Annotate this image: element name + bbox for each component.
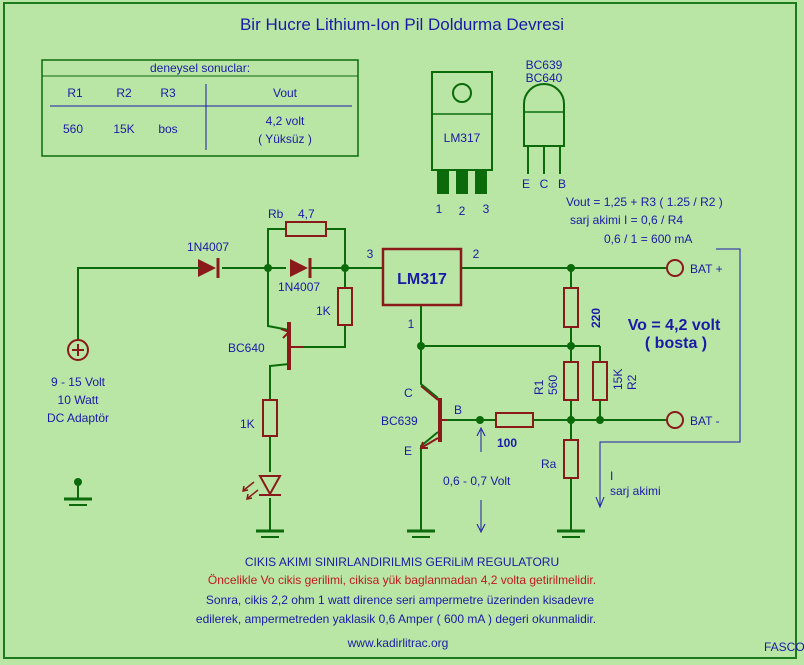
table-caption: deneysel sonuclar: xyxy=(150,61,250,75)
transistor-bc639 xyxy=(419,385,447,449)
transistor-bc640 xyxy=(280,322,304,370)
r220-label: 220 xyxy=(589,308,603,328)
rb-value: 4,7 xyxy=(298,207,315,221)
table-header-r1: R1 xyxy=(67,86,83,100)
regulator-label: LM317 xyxy=(397,271,447,288)
vbe-note: 0,6 - 0,7 Volt xyxy=(443,474,511,488)
footer-instruction-2: Sonra, cikis 2,2 ohm 1 watt dirence seri… xyxy=(206,593,595,607)
table-value-vout-note: ( Yüksüz ) xyxy=(258,132,312,146)
results-table: deneysel sonuclar: R1 R2 R3 Vout 560 15K… xyxy=(41,59,359,157)
bc-pin-c: C xyxy=(540,177,549,191)
supply-power: 10 Watt xyxy=(58,393,100,407)
lm317-pin-2: 2 xyxy=(459,204,466,218)
current-note-label: sarj akimi xyxy=(610,484,661,498)
formula-example: 0,6 / 1 = 600 mA xyxy=(604,232,692,246)
diagram-title: Bir Hucre Lithium-Ion Pil Doldurma Devre… xyxy=(240,15,564,34)
r1-label: R1 xyxy=(532,379,546,395)
resistor-220 xyxy=(563,287,579,328)
input-plus-terminal xyxy=(67,339,89,361)
diagram-frame xyxy=(3,2,797,659)
r100-label: 100 xyxy=(497,436,517,450)
bat-plus-label: BAT + xyxy=(690,262,723,276)
resistor-ra xyxy=(563,439,579,479)
ground-npn xyxy=(407,529,435,538)
rb-label: Rb xyxy=(268,207,284,221)
r1-value: 560 xyxy=(546,375,560,395)
formula-vout: Vout = 1,25 + R3 ( 1.25 / R2 ) xyxy=(566,195,723,209)
lm317-package-label: LM317 xyxy=(444,131,481,145)
r1k-led-label: 1K xyxy=(240,417,255,431)
supply-type: DC Adaptör xyxy=(47,411,109,425)
current-path-line xyxy=(595,248,741,509)
ra-label: Ra xyxy=(541,457,557,471)
diode-1n4007-input xyxy=(196,258,220,278)
formula-current: sarj akimi I = 0,6 / R4 xyxy=(570,213,683,227)
regulator-pin2: 2 xyxy=(473,247,480,261)
lm317-package: LM317 1 2 3 xyxy=(431,71,493,218)
pnp-label: BC640 xyxy=(228,341,265,355)
bc-package-name-1: BC639 xyxy=(526,58,563,72)
table-value-r2: 15K xyxy=(113,122,134,136)
table-header-vout: Vout xyxy=(273,86,298,100)
supply-voltage: 9 - 15 Volt xyxy=(51,375,106,389)
ground-ra xyxy=(557,529,585,538)
current-note-symbol: I xyxy=(610,469,613,483)
table-header-r2: R2 xyxy=(116,86,132,100)
led-indicator xyxy=(242,475,282,500)
lm317-pin-1: 1 xyxy=(436,202,443,216)
bat-minus-label: BAT - xyxy=(690,414,720,428)
bat-plus-terminal xyxy=(666,259,684,277)
lm317-pin-3: 3 xyxy=(483,202,490,216)
resistor-rb xyxy=(285,221,327,237)
resistor-1k-led xyxy=(262,399,278,437)
ground-input xyxy=(64,478,92,506)
resistor-1k-base xyxy=(337,287,353,326)
footer-instruction-red: Öncelikle Vo cikis gerilimi, cikisa yük … xyxy=(208,573,596,587)
npn-label: BC639 xyxy=(381,414,418,428)
vo-note-condition: ( bosta ) xyxy=(645,335,707,352)
footer-instruction-3: edilerek, ampermetreden yaklasik 0,6 Amp… xyxy=(196,612,596,626)
vo-note-value: Vo = 4,2 volt xyxy=(628,317,721,334)
bc-pin-e: E xyxy=(522,177,530,191)
footer-url: www.kadirlitrac.org xyxy=(347,636,449,650)
signature: FASCOL xyxy=(764,640,804,654)
diode2-label: 1N4007 xyxy=(278,280,320,294)
lm317-regulator xyxy=(381,247,463,307)
npn-c-label: C xyxy=(404,386,413,400)
diode1-label: 1N4007 xyxy=(187,240,229,254)
r1k-top-label: 1K xyxy=(316,304,331,318)
regulator-pin3: 3 xyxy=(367,247,374,261)
ground-led xyxy=(256,529,284,538)
regulator-pin1: 1 xyxy=(408,317,415,331)
vbe-measure-arrows xyxy=(476,426,486,534)
diode-1n4007-bypass xyxy=(290,258,312,278)
table-value-vout: 4,2 volt xyxy=(266,114,305,128)
table-value-r3: bos xyxy=(158,122,177,136)
resistor-r1 xyxy=(563,361,579,401)
bat-minus-terminal xyxy=(666,411,684,429)
r2-label: R2 xyxy=(625,374,639,390)
resistor-r2 xyxy=(592,361,608,401)
resistor-100 xyxy=(495,412,534,428)
footer-heading: CIKIS AKIMI SINIRLANDIRILMIS GERiLiM REG… xyxy=(245,555,559,569)
table-header-r3: R3 xyxy=(160,86,176,100)
bc-package-name-2: BC640 xyxy=(526,71,563,85)
junctions xyxy=(264,264,604,424)
table-value-r1: 560 xyxy=(63,122,83,136)
bc-pin-b: B xyxy=(558,177,566,191)
bc-package: BC639 BC640 E C B xyxy=(522,58,566,191)
npn-e-label: E xyxy=(404,444,412,458)
npn-b-label: B xyxy=(454,403,462,417)
r2-value: 15K xyxy=(611,369,625,390)
